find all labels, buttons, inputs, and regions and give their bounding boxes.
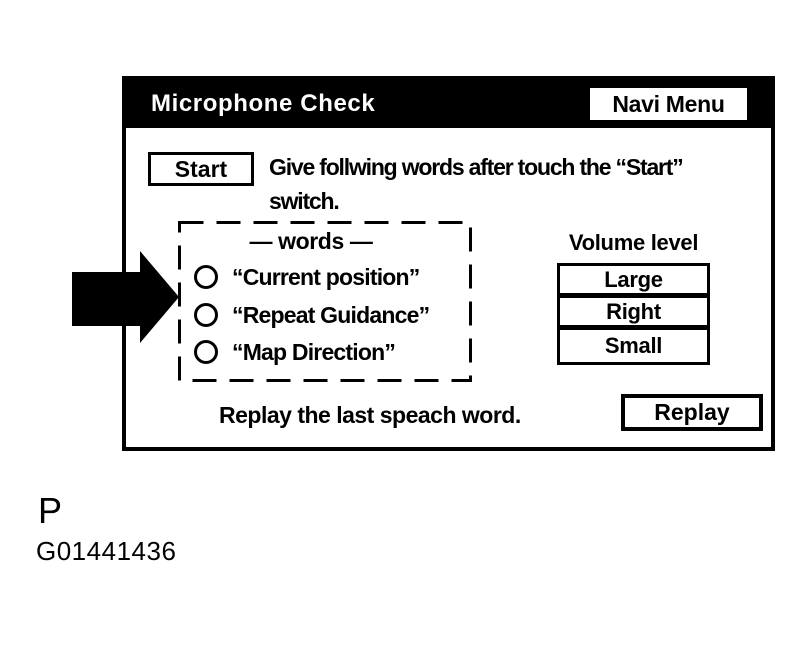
word-item-label: “Repeat Guidance” — [232, 301, 430, 328]
replay-button[interactable]: Replay — [621, 394, 763, 431]
instruction-text: Give follwing words after touch the “Sta… — [269, 150, 684, 218]
page-title: Microphone Check — [151, 90, 376, 117]
microphone-check-screen: Microphone Check Navi Menu Start Give fo… — [122, 76, 775, 451]
start-button[interactable]: Start — [148, 152, 254, 186]
words-heading: — words — — [249, 228, 373, 254]
title-bar: Microphone Check Navi Menu — [126, 80, 771, 128]
word-item-repeat-guidance: “Repeat Guidance” — [194, 298, 430, 332]
replay-caption: Replay the last speach word. — [219, 402, 521, 428]
word-item-label: “Current position” — [232, 263, 420, 290]
page-letter: P — [38, 490, 63, 531]
word-item-current-position: “Current position” — [194, 260, 420, 294]
volume-small-button[interactable]: Small — [560, 330, 707, 362]
dashed-border — [178, 221, 472, 382]
callout-arrow-icon — [72, 251, 179, 343]
figure-code: G01441436 — [36, 536, 177, 566]
indicator-circle-icon — [194, 303, 218, 327]
instruction-line-1: Give follwing words after touch the “Sta… — [269, 154, 684, 180]
volume-large-button[interactable]: Large — [560, 266, 707, 298]
navi-menu-button[interactable]: Navi Menu — [590, 88, 747, 120]
volume-heading: Volume level — [568, 230, 699, 255]
volume-right-button[interactable]: Right — [560, 298, 707, 330]
words-box: — words — “Current position” “Repeat Gui… — [178, 221, 472, 382]
indicator-circle-icon — [194, 340, 218, 364]
volume-button-stack: Large Right Small — [557, 263, 710, 365]
volume-panel: Volume level Large Right Small — [557, 230, 710, 365]
indicator-circle-icon — [194, 265, 218, 289]
instruction-line-2: switch. — [269, 188, 340, 214]
word-item-label: “Map Direction” — [232, 338, 396, 365]
word-item-map-direction: “Map Direction” — [194, 335, 396, 369]
